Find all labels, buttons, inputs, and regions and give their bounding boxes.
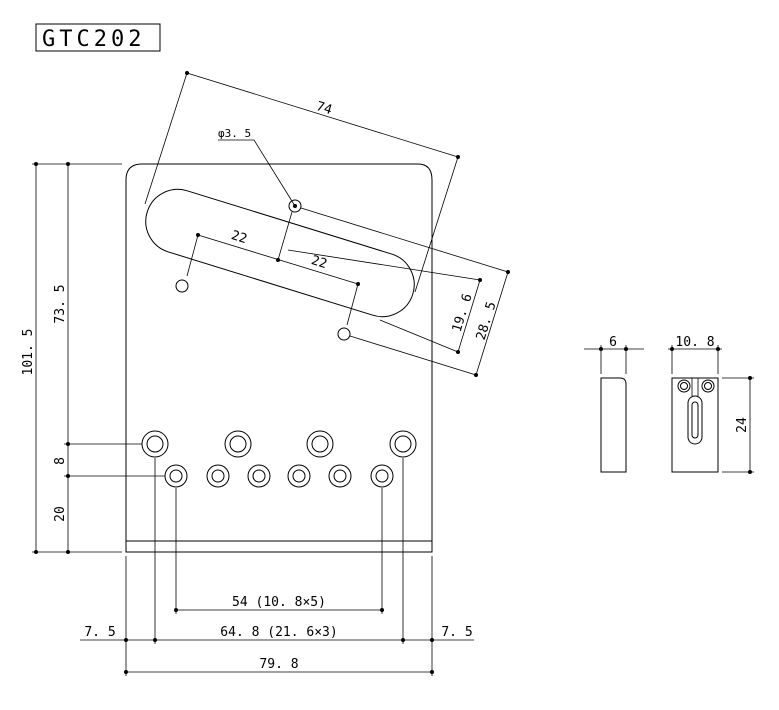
svg-text:22: 22 [229, 228, 248, 247]
saddle-slot-outer [687, 395, 703, 445]
svg-text:24: 24 [735, 417, 750, 433]
dim-saddle-side-width: 6 [584, 335, 644, 374]
svg-text:73. 5: 73. 5 [53, 284, 68, 323]
dim-saddle-front-width: 10. 8 [668, 335, 722, 374]
svg-text:8: 8 [53, 457, 68, 465]
dim-overall-width: 79. 8 [124, 657, 434, 674]
svg-text:28. 5: 28. 5 [474, 300, 500, 342]
pickup-mount-hole-right [337, 327, 351, 341]
dim-edge-left: 7. 5 [84, 625, 115, 640]
pivot-hole-label: φ3. 5 [218, 127, 251, 140]
saddle-screw-holes [141, 430, 417, 458]
drawing-title: GTC202 [42, 27, 145, 52]
svg-text:101. 5: 101. 5 [21, 329, 36, 376]
dim-upper-height: 73. 5 [53, 162, 142, 446]
saddle-front-view [671, 377, 719, 473]
dim-overall-height: 101. 5 [21, 162, 122, 554]
dim-offsets: 19. 6 28. 5 [287, 207, 510, 377]
svg-text:64. 8 (21. 6×3): 64. 8 (21. 6×3) [220, 625, 337, 640]
saddle-height-screw-left [677, 379, 691, 393]
saddle-height-screw-right [701, 379, 715, 393]
dim-saddle-length: 24 [722, 376, 754, 474]
dim-extension-lines [125, 458, 433, 676]
svg-text:79. 8: 79. 8 [259, 657, 298, 672]
svg-text:20: 20 [53, 506, 68, 522]
dim-slot-length: 74 [144, 71, 460, 293]
svg-text:19. 6: 19. 6 [450, 292, 476, 334]
dim-saddle-spacing: 64. 8 (21. 6×3) 7. 5 7. 5 [80, 625, 474, 642]
dim-string-spacing: 54 (10. 8×5) [174, 595, 384, 612]
dim-row-spacing: 8 [53, 444, 165, 478]
pivot-leader [218, 139, 296, 207]
svg-text:54 (10. 8×5): 54 (10. 8×5) [232, 595, 326, 610]
pickup-slot [145, 188, 415, 318]
svg-text:74: 74 [314, 99, 334, 118]
dim-edge-right: 7. 5 [441, 625, 472, 640]
saddle-side-view [600, 377, 627, 473]
svg-text:10. 8: 10. 8 [675, 335, 714, 350]
string-holes [164, 464, 394, 488]
dim-halves: 22 22 [186, 211, 360, 326]
svg-text:6: 6 [609, 335, 617, 350]
svg-text:22: 22 [309, 253, 328, 272]
pivot-hole [288, 199, 302, 213]
title-box [35, 23, 161, 52]
saddle-slot-inner [691, 401, 699, 439]
bridge-plate [125, 163, 433, 553]
pickup-mount-hole-left [175, 279, 189, 293]
dim-lower-height: 20 [53, 476, 70, 554]
